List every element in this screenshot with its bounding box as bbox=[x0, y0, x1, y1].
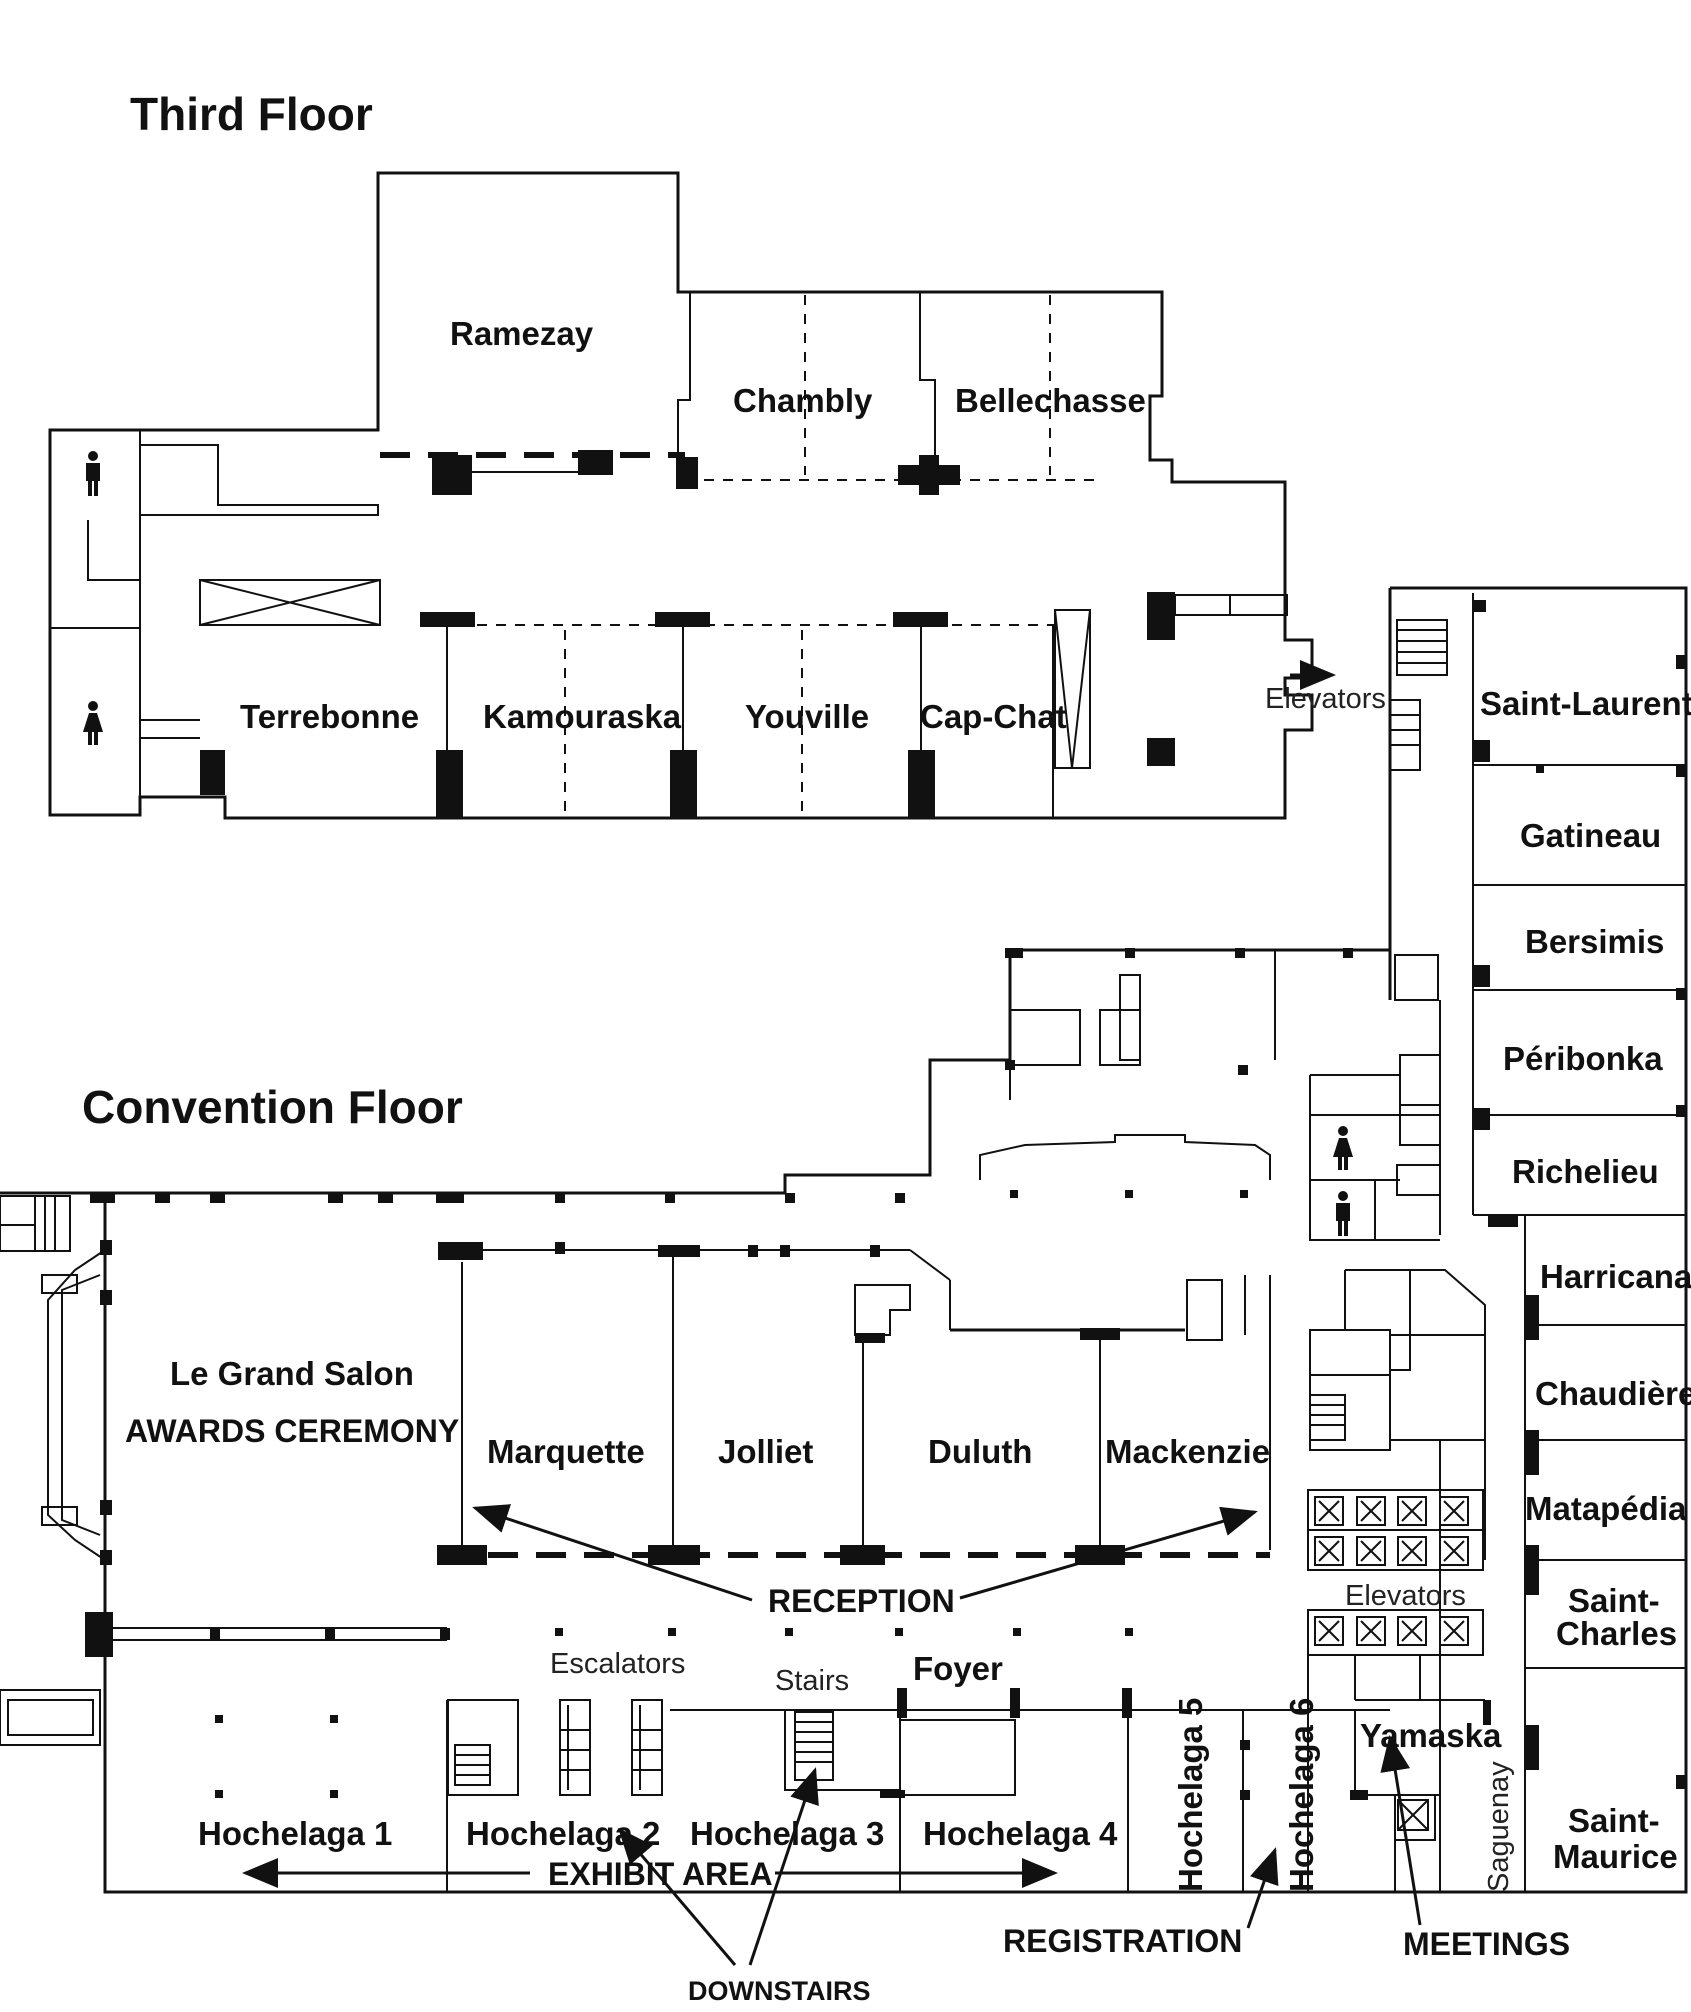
escalators-label: Escalators bbox=[550, 1648, 685, 1680]
room-hochelaga-2: Hochelaga 2 bbox=[466, 1815, 660, 1852]
east-wing-columns bbox=[1474, 600, 1686, 1789]
room-hochelaga-4: Hochelaga 4 bbox=[923, 1815, 1118, 1852]
room-peribonka: Péribonka bbox=[1503, 1040, 1663, 1077]
convention-north-columns bbox=[90, 1193, 905, 1203]
grand-salon-stage bbox=[41, 1249, 106, 1561]
event-awards-ceremony: AWARDS CEREMONY bbox=[125, 1413, 459, 1449]
room-saint-charles-line2: Charles bbox=[1556, 1615, 1677, 1652]
female-restroom-icon bbox=[1333, 1126, 1353, 1170]
third-floor-plan: Third Floor bbox=[48, 88, 1386, 820]
elevator-car-icon bbox=[1314, 1496, 1344, 1526]
room-saint-charles-line1: Saint- bbox=[1568, 1582, 1660, 1619]
male-restroom-icon bbox=[1336, 1191, 1350, 1236]
registration-arrow bbox=[1246, 1847, 1279, 1929]
foyer-columns bbox=[215, 1628, 1133, 1798]
event-registration: REGISTRATION bbox=[1003, 1923, 1242, 1959]
elevator-car-icons bbox=[1314, 1496, 1469, 1646]
elevators-bank bbox=[1307, 1489, 1484, 1656]
third-floor-columns bbox=[200, 450, 1175, 818]
reception-arrow-left bbox=[472, 1504, 753, 1602]
room-chambly: Chambly bbox=[733, 382, 873, 419]
room-kamouraska: Kamouraska bbox=[483, 698, 682, 735]
room-saint-maurice-line1: Saint- bbox=[1568, 1802, 1660, 1839]
room-chaudiere: Chaudière bbox=[1535, 1375, 1691, 1412]
elevator-car-icon bbox=[1314, 1616, 1344, 1646]
room-youville: Youville bbox=[745, 698, 869, 735]
yamaska-area bbox=[1307, 1655, 1491, 1892]
room-hochelaga-1: Hochelaga 1 bbox=[198, 1815, 392, 1852]
elevator-car-icon bbox=[1397, 1496, 1427, 1526]
room-le-grand-salon: Le Grand Salon bbox=[170, 1355, 414, 1392]
female-restroom-icon bbox=[83, 701, 103, 745]
east-wing-stairs bbox=[1389, 619, 1448, 771]
convention-floor-outer-wall bbox=[0, 948, 1392, 1195]
room-hochelaga-5: Hochelaga 5 bbox=[1172, 1698, 1209, 1892]
room-hochelaga-6: Hochelaga 6 bbox=[1283, 1698, 1320, 1892]
event-exhibit-area: EXHIBIT AREA bbox=[548, 1856, 773, 1892]
room-cap-chat: Cap-Chat bbox=[920, 698, 1067, 735]
east-wing-plan: Saint-Laurent Gatineau Bersimis Péribonk… bbox=[1388, 586, 1691, 1894]
event-meetings: MEETINGS bbox=[1403, 1926, 1570, 1962]
room-marquette: Marquette bbox=[487, 1433, 645, 1470]
room-harricana: Harricana bbox=[1540, 1258, 1691, 1295]
convention-floor-title: Convention Floor bbox=[82, 1081, 463, 1133]
third-floor-elevators-label: Elevators bbox=[1265, 683, 1386, 715]
elevator-car-icon bbox=[1439, 1496, 1469, 1526]
reception-arrow-right bbox=[959, 1506, 1258, 1600]
third-floor-stairwell bbox=[199, 579, 381, 626]
room-ramezay: Ramezay bbox=[450, 315, 594, 352]
room-jolliet: Jolliet bbox=[718, 1433, 813, 1470]
elevator-car-icon bbox=[1314, 1536, 1344, 1566]
room-saint-maurice-line2: Maurice bbox=[1553, 1838, 1678, 1875]
room-gatineau: Gatineau bbox=[1520, 817, 1661, 854]
room-hochelaga-3: Hochelaga 3 bbox=[690, 1815, 884, 1852]
room-duluth: Duluth bbox=[928, 1433, 1032, 1470]
elevator-car-icon bbox=[1356, 1616, 1386, 1646]
convention-floor-plan: Convention Floor bbox=[0, 948, 1570, 2006]
third-floor-outer-wall bbox=[48, 171, 1314, 820]
downstairs-arrow-left bbox=[618, 1827, 737, 1966]
elevator-car-icon bbox=[1397, 1616, 1427, 1646]
room-bersimis: Bersimis bbox=[1525, 923, 1664, 960]
east-core bbox=[1309, 1269, 1486, 1700]
room-richelieu: Richelieu bbox=[1512, 1153, 1659, 1190]
room-mackenzie: Mackenzie bbox=[1105, 1433, 1270, 1470]
escalator-icon bbox=[1054, 609, 1091, 769]
elevator-car-icon bbox=[1439, 1616, 1469, 1646]
stairs-icon bbox=[784, 1709, 901, 1791]
elevator-car-icon bbox=[1356, 1536, 1386, 1566]
west-stairs bbox=[0, 1195, 101, 1746]
meetings-arrow bbox=[1380, 1735, 1422, 1926]
third-floor-restrooms bbox=[50, 430, 379, 815]
male-restroom-icon bbox=[86, 451, 100, 496]
area-foyer: Foyer bbox=[913, 1650, 1003, 1687]
elevator-car-icon bbox=[1439, 1536, 1469, 1566]
room-matapedia: Matapédia bbox=[1525, 1490, 1687, 1527]
service-area-north bbox=[979, 948, 1353, 1198]
room-terrebonne: Terrebonne bbox=[240, 698, 419, 735]
event-reception: RECEPTION bbox=[768, 1583, 955, 1619]
escalators-icon bbox=[447, 1699, 663, 1796]
stairs-label: Stairs bbox=[775, 1665, 849, 1697]
convention-restrooms bbox=[1309, 954, 1441, 1241]
room-saint-laurent: Saint-Laurent bbox=[1480, 685, 1691, 722]
room-saguenay: Saguenay bbox=[1483, 1761, 1515, 1892]
elevator-car-icon bbox=[1356, 1496, 1386, 1526]
label-downstairs: DOWNSTAIRS bbox=[688, 1976, 871, 2006]
elevators-label: Elevators bbox=[1345, 1580, 1466, 1612]
room-yamaska: Yamaska bbox=[1360, 1717, 1502, 1754]
room-bellechasse: Bellechasse bbox=[955, 382, 1146, 419]
elevator-car-icon bbox=[1397, 1536, 1427, 1566]
third-floor-title: Third Floor bbox=[130, 88, 373, 140]
downstairs-arrow-right bbox=[748, 1767, 819, 1966]
